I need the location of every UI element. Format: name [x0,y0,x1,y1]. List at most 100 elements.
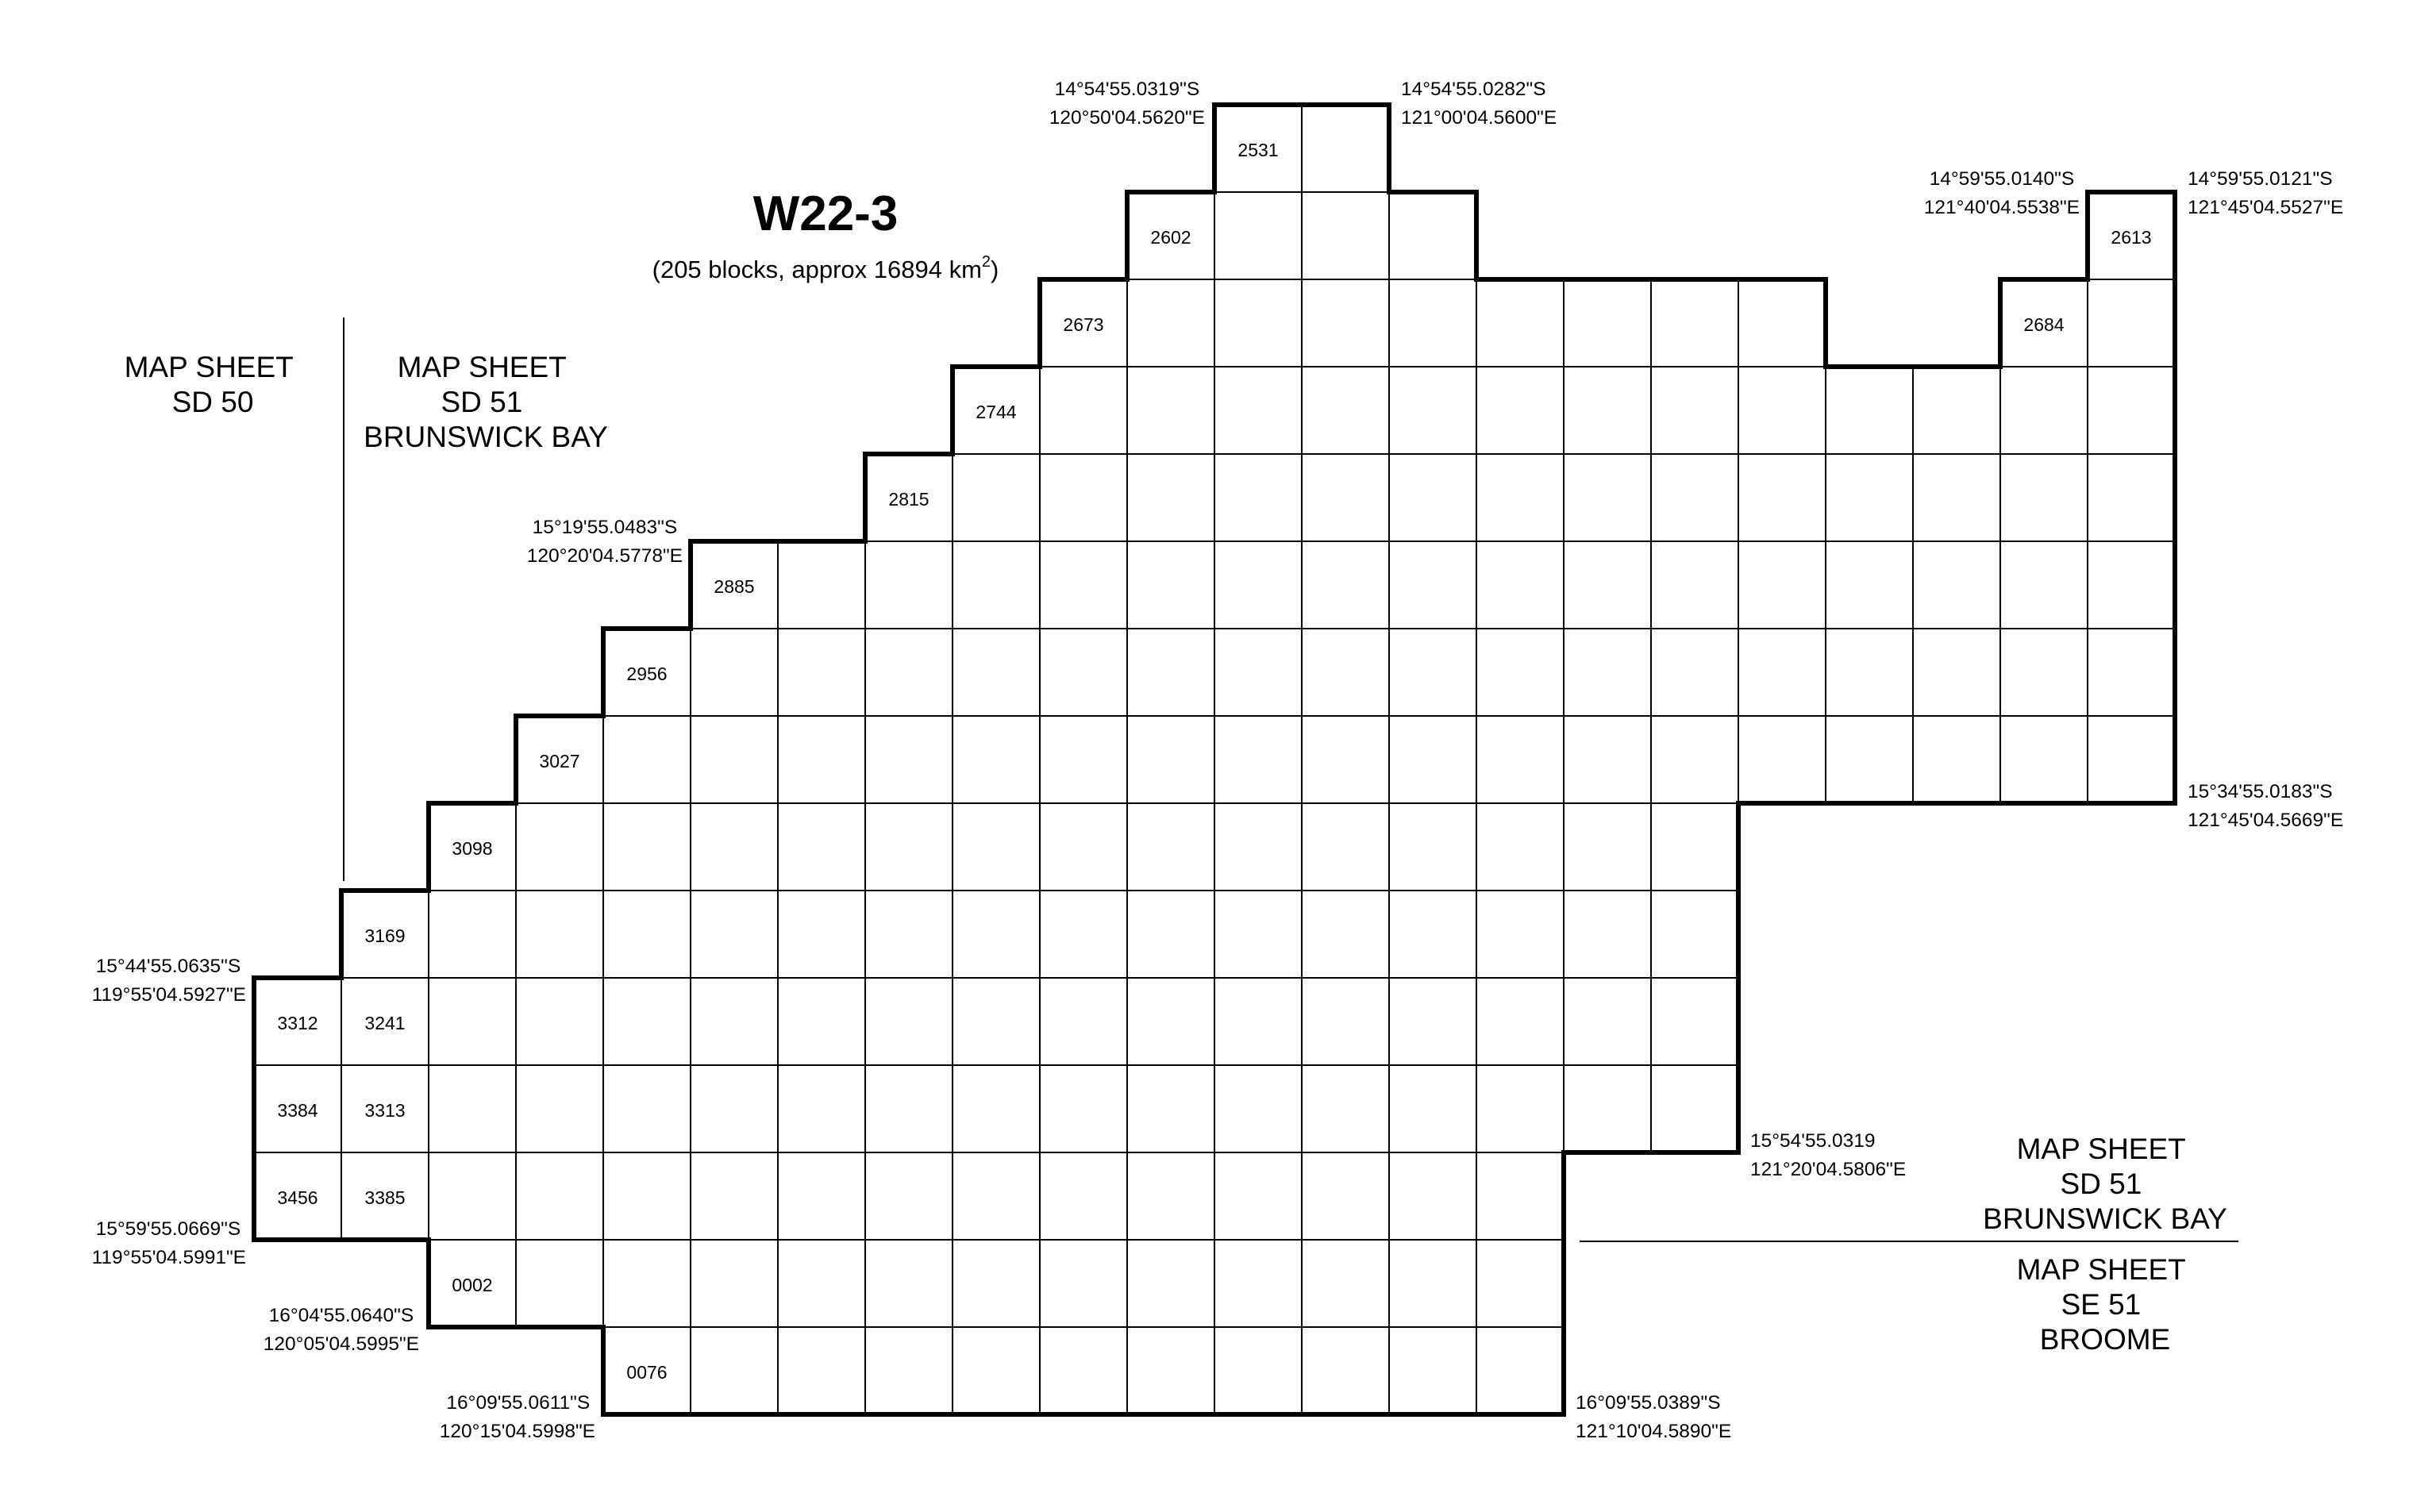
block-cell [1912,715,2001,804]
block-label: 3169 [364,925,405,946]
block-cell [1825,715,1914,804]
coord-east-lower: 15°34'55.0183"S 121°45'04.5669"E [2188,781,2343,831]
block-cell [1650,977,1739,1066]
block-label: 2531 [1237,140,1278,160]
block-cell [1999,453,2088,542]
block-cell [1301,628,1390,717]
block-cell [690,890,779,979]
block-cell [1563,453,1652,542]
block-cell [1476,541,1565,629]
block-cell [1388,890,1477,979]
block-cell [1039,1326,1128,1415]
block-cell [1563,628,1652,717]
block-cell [1825,366,1914,455]
block-cell [515,802,604,891]
block-cell [515,890,604,979]
block-cell [1476,977,1565,1066]
block-cell [1388,1326,1477,1415]
block-cell [1301,453,1390,542]
coord-top-right-step: 14°54'55.0282"S 121°00'04.5600"E [1401,79,1557,129]
block-cell [428,977,517,1066]
block-cell [690,1326,779,1415]
block-label: 2885 [714,576,754,597]
block-cell [1563,279,1652,367]
block-cell [1999,366,2088,455]
block-cell [1214,977,1303,1066]
block-cell [515,1152,604,1241]
block-cell [602,715,691,804]
block-cell [777,541,866,629]
block-cell [1301,1064,1390,1153]
block-cell [1214,1152,1303,1241]
block-cell [602,1064,691,1153]
coord-south-step-1: 16°04'55.0640"S 120°05'04.5995"E [264,1305,419,1355]
block-cell [864,1152,953,1241]
block-cell [428,1064,517,1153]
block-cell [1039,541,1128,629]
block-cell [1912,453,2001,542]
block-cell [602,977,691,1066]
map-sheet-sd50-label: MAP SHEET SD 50 [125,351,302,418]
block-cell [864,628,953,717]
block-cell [1650,366,1739,455]
block-cell [952,977,1041,1066]
block-cell [777,1239,866,1328]
block-label: 0076 [626,1362,667,1383]
block-cell [1388,1064,1477,1153]
block-cell [1825,541,1914,629]
block-cell [690,1152,779,1241]
block-label: 2673 [1063,314,1103,335]
block-cell [952,802,1041,891]
block-cell [2087,279,2176,367]
block-cell [1563,802,1652,891]
block-cell [1476,802,1565,891]
block-cell [1039,715,1128,804]
map-sheet-se51-label: MAP SHEET SE 51 BROOME [2017,1253,2194,1356]
block-cell [428,1152,517,1241]
block-cell [1301,1152,1390,1241]
block-label: 3384 [277,1100,318,1121]
block-cell [1388,1152,1477,1241]
block-cell [1039,366,1128,455]
block-cell [1388,977,1477,1066]
map-title: W22-3 [753,187,899,241]
block-cell [1650,1064,1739,1153]
block-label: 3385 [364,1187,405,1208]
block-cell [777,890,866,979]
block-cell [1214,453,1303,542]
block-cell [864,1064,953,1153]
block-cell [690,715,779,804]
block-cell [864,977,953,1066]
block-cell [1912,628,2001,717]
block-label: 2613 [2111,227,2151,248]
block-cell [1039,1239,1128,1328]
block-cell [1738,366,1826,455]
block-cell [1388,279,1477,367]
block-cell [1476,1152,1565,1241]
block-cell [952,453,1041,542]
block-cell [1214,1064,1303,1153]
block-cell [1476,1326,1565,1415]
block-label: 2602 [1150,227,1191,248]
block-cell [1476,279,1565,367]
coord-west-top: 15°44'55.0635"S 119°55'04.5927"E [92,956,246,1006]
block-cell [1650,279,1739,367]
block-cell [777,977,866,1066]
block-cell [1301,1239,1390,1328]
block-cell [1738,453,1826,542]
block-cell [515,977,604,1066]
block-cell [1214,191,1303,280]
block-cell [1301,104,1390,193]
block-cell [1039,453,1128,542]
block-cell [1301,890,1390,979]
coord-south-right: 16°09'55.0389"S 121°10'04.5890"E [1576,1392,1731,1442]
block-cell [1388,541,1477,629]
block-cell [1126,453,1215,542]
block-cell [1999,628,2088,717]
block-cell [864,890,953,979]
block-cell [1214,1326,1303,1415]
block-cell [690,977,779,1066]
block-cell [1650,802,1739,891]
block-cell [690,1064,779,1153]
